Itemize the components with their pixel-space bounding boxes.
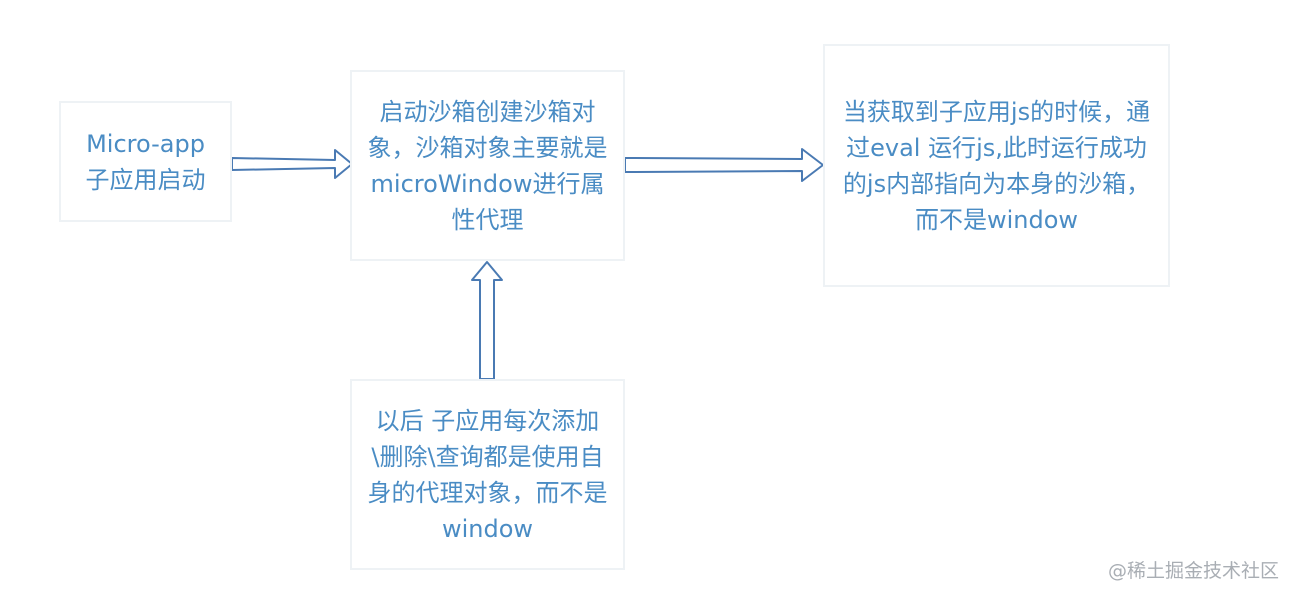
arrow-sandbox-to-eval — [624, 148, 824, 182]
watermark: @稀土掘金技术社区 — [1107, 560, 1279, 582]
eval-box: 当获取到子应用js的时候，通过eval 运行js,此时运行成功的js内部指向为本… — [823, 44, 1170, 287]
later-text: 以后 子应用每次添加\删除\查询都是使用自身的代理对象，而不是window — [367, 406, 608, 543]
arrow-start-to-sandbox — [231, 149, 353, 179]
sandbox-box: 启动沙箱创建沙箱对象，沙箱对象主要就是microWindow进行属性代理 — [350, 70, 625, 261]
later-box: 以后 子应用每次添加\删除\查询都是使用自身的代理对象，而不是window — [350, 379, 625, 570]
app-start-box: Micro-app 子应用启动 — [59, 101, 232, 222]
sandbox-text: 启动沙箱创建沙箱对象，沙箱对象主要就是microWindow进行属性代理 — [367, 97, 608, 234]
eval-text: 当获取到子应用js的时候，通过eval 运行js,此时运行成功的js内部指向为本… — [842, 97, 1151, 234]
app-start-text: Micro-app 子应用启动 — [85, 129, 206, 194]
arrow-later-to-sandbox — [471, 261, 503, 380]
